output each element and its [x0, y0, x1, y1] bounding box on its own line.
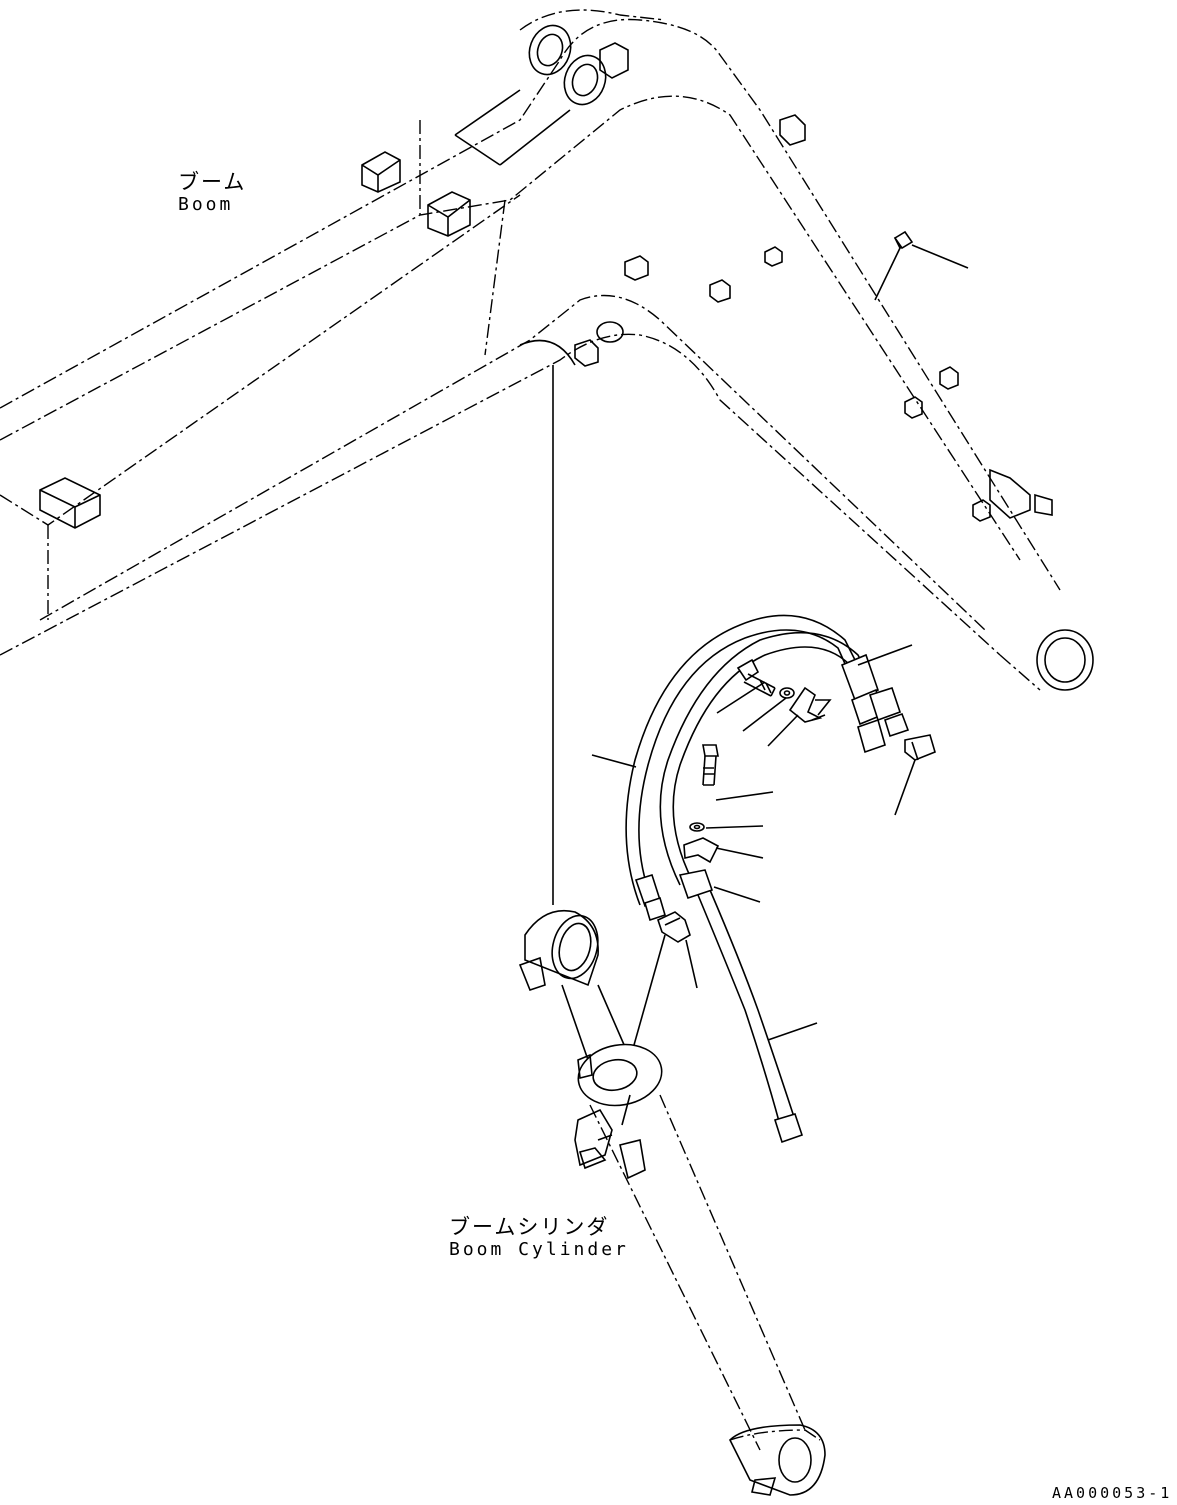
boom-bolt [874, 230, 914, 301]
boom-cylinder [518, 910, 826, 1496]
mounting-blocks [39, 42, 1053, 529]
hoses [625, 614, 910, 1144]
boom-label-ja: ブーム [178, 170, 247, 194]
boom-cylinder-label-en: Boom Cylinder [449, 1239, 629, 1260]
boom-label-en: Boom [178, 194, 234, 215]
drawing-number: AA000053-1 [1052, 1484, 1173, 1502]
boom-cylinder-label-ja: ブームシリンダ [449, 1215, 610, 1239]
clamp-hardware [657, 658, 936, 943]
boom-outline [0, 9, 1094, 691]
leader-lines [591, 244, 969, 1126]
